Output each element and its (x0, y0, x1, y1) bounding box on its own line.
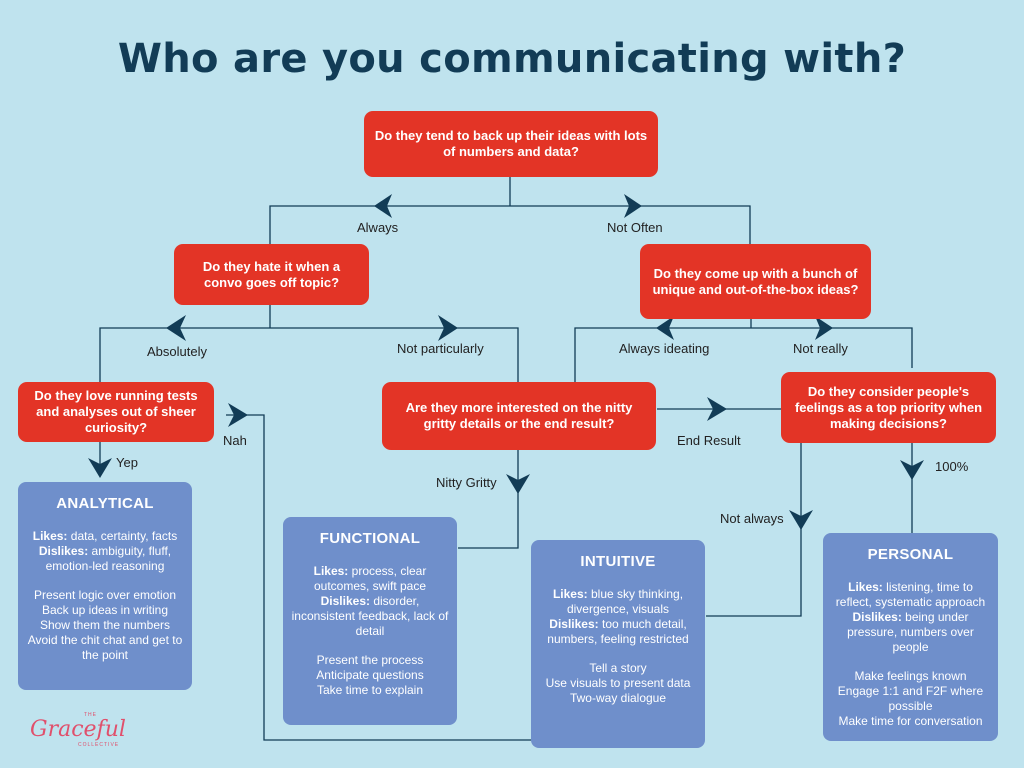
card-title: FUNCTIONAL (319, 530, 421, 547)
arrow-down-icon (506, 474, 530, 494)
card-title: ANALYTICAL (56, 495, 154, 512)
question-unique-ideas: Do they come up with a bunch of unique a… (640, 244, 871, 319)
arrow-down-icon (789, 510, 813, 530)
arrow-right-icon (815, 316, 833, 340)
card-dislikes: Dislikes: being under pressure, numbers … (847, 610, 974, 654)
graceful-collective-logo: THE Graceful COLLECTIVE (30, 712, 126, 748)
card-functional: FUNCTIONAL Likes: process, clear outcome… (283, 517, 457, 725)
arrow-down-icon (900, 460, 924, 480)
card-likes: Likes: process, clear outcomes, swift pa… (313, 564, 427, 593)
card-tips: Make feelings known Engage 1:1 and F2F w… (837, 669, 984, 728)
question-details-or-result: Are they more interested on the nitty gr… (382, 382, 656, 450)
page-title: Who are you communicating with? (117, 36, 907, 82)
card-tips: Present the process Anticipate questions… (316, 653, 424, 697)
arrow-right-icon (438, 315, 458, 341)
arrow-left-icon (656, 316, 674, 340)
arrow-right-icon (624, 194, 642, 218)
question-off-topic: Do they hate it when a convo goes off to… (174, 244, 369, 305)
svg-text:COLLECTIVE: COLLECTIVE (78, 742, 119, 748)
label-100-percent: 100% (935, 459, 969, 474)
label-not-often: Not Often (607, 220, 663, 235)
card-dislikes: Dislikes: ambiguity, fluff, emotion-led … (38, 544, 172, 573)
question-peoples-feelings: Do they consider people's feelings as a … (781, 372, 996, 443)
label-always-ideating: Always ideating (619, 341, 710, 356)
label-yep: Yep (116, 455, 138, 470)
card-dislikes: Dislikes: too much detail, numbers, feel… (547, 617, 689, 646)
label-nitty-gritty: Nitty Gritty (436, 475, 497, 490)
card-analytical: ANALYTICAL Likes: data, certainty, facts… (18, 482, 192, 690)
question-tests-analyses: Do they love running tests and analyses … (18, 382, 214, 442)
arrow-down-icon (88, 458, 112, 478)
card-title: INTUITIVE (580, 553, 656, 570)
label-absolutely: Absolutely (147, 344, 207, 359)
card-intuitive: INTUITIVE Likes: blue sky thinking, dive… (531, 540, 705, 748)
label-not-really: Not really (793, 341, 848, 356)
card-tips: Tell a story Use visuals to present data… (545, 661, 691, 705)
arrow-left-icon (374, 194, 392, 218)
arrow-right-icon (707, 397, 727, 421)
card-tips: Present logic over emotion Back up ideas… (27, 588, 183, 662)
card-title: PERSONAL (867, 546, 954, 563)
label-always: Always (357, 220, 399, 235)
card-likes: Likes: data, certainty, facts (32, 529, 178, 543)
card-dislikes: Dislikes: disorder, inconsistent feedbac… (291, 594, 449, 638)
svg-text:THE: THE (84, 712, 97, 718)
label-nah: Nah (223, 433, 247, 448)
label-end-result: End Result (677, 433, 741, 448)
arrow-right-icon (228, 403, 248, 427)
arrow-left-icon (166, 315, 186, 341)
card-likes: Likes: listening, time to reflect, syste… (835, 580, 986, 609)
card-likes: Likes: blue sky thinking, divergence, vi… (552, 587, 684, 616)
question-numbers-data: Do they tend to back up their ideas with… (364, 111, 658, 177)
label-not-always: Not always (720, 511, 784, 526)
svg-text:Graceful: Graceful (30, 717, 126, 742)
card-personal: PERSONAL Likes: listening, time to refle… (823, 533, 998, 741)
label-not-particularly: Not particularly (397, 341, 484, 356)
